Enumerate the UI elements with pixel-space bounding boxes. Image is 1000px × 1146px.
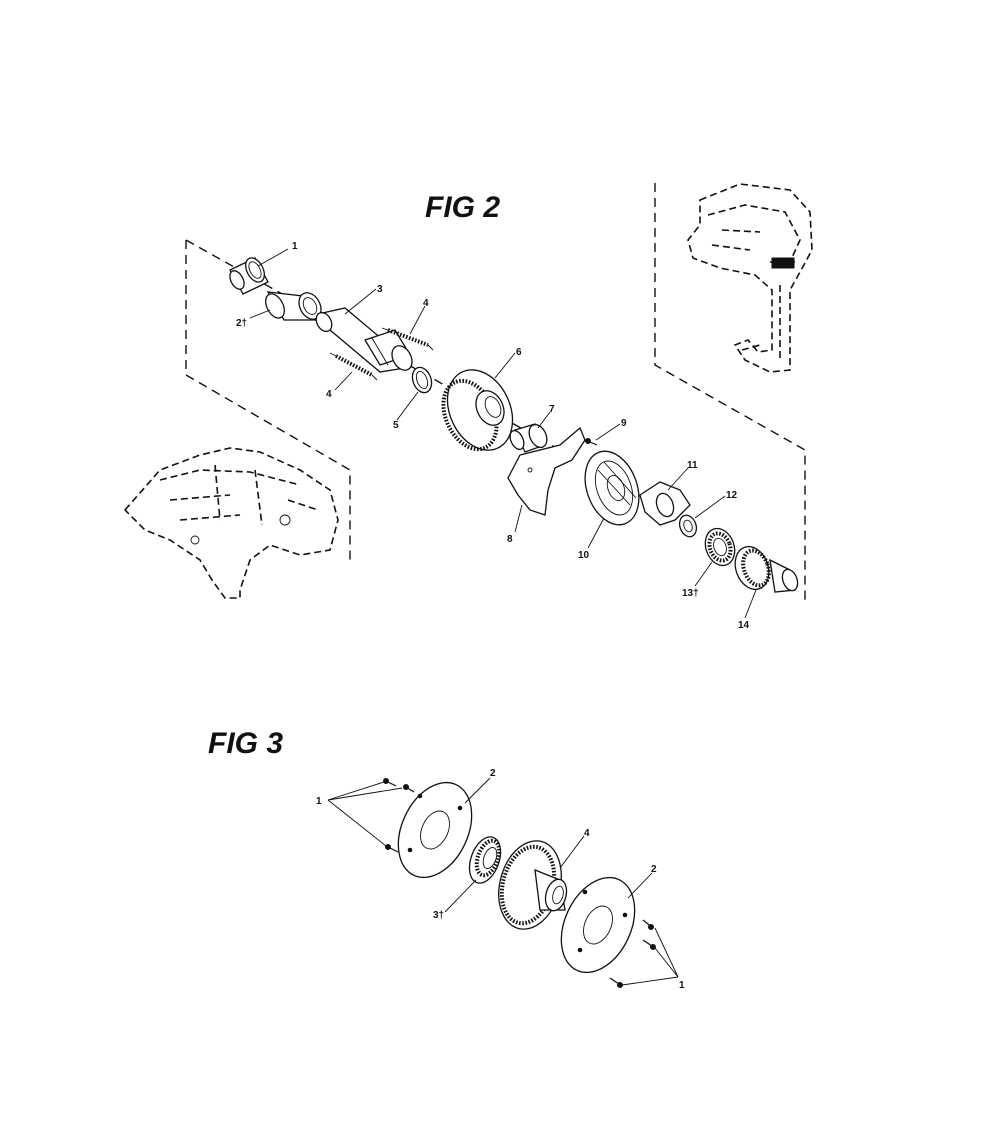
callout-2-5: 5 — [393, 420, 399, 431]
callout-2-12: 12 — [726, 490, 738, 501]
cam-part-icon — [639, 481, 691, 526]
callout-3-2b: 2 — [651, 864, 657, 875]
callout-2-2: 2† — [236, 318, 247, 329]
lower-housing-frame-icon — [123, 447, 339, 599]
upper-housing-frame-icon — [687, 183, 813, 373]
callout-3-3: 3† — [433, 910, 444, 921]
gasket-part-icon — [507, 426, 586, 516]
pulley-part-icon — [734, 545, 799, 593]
callout-3-2a: 2 — [490, 768, 496, 779]
callout-3-4: 4 — [584, 828, 590, 839]
callout-2-6: 6 — [516, 347, 522, 358]
callout-2-8: 8 — [507, 534, 513, 545]
small-bushing-part-icon — [678, 514, 698, 538]
fig-2-leader-lines — [249, 248, 757, 619]
callout-2-4a: 4 — [423, 298, 429, 309]
plate-part-icon — [560, 876, 636, 974]
fig-2-title: FIG 2 — [425, 191, 500, 224]
fig-3-title: FIG 3 — [208, 727, 283, 760]
gear-part-icon — [441, 369, 514, 452]
callout-2-13: 13† — [682, 588, 699, 599]
bearing-part-icon — [468, 836, 502, 884]
callout-2-11: 11 — [687, 460, 698, 471]
hub-part-icon — [509, 423, 548, 453]
callout-2-14: 14 — [738, 620, 750, 631]
callout-3-1b: 1 — [679, 980, 685, 991]
fig-2-callouts: 1 2† 3 4 4 5 6 7 8 9 10 11 12 13† 14 — [236, 241, 750, 631]
bearing-part-icon — [704, 527, 736, 567]
gear-part-icon — [498, 840, 568, 930]
spring-part-icon — [329, 327, 434, 381]
screw-part-icon — [584, 438, 598, 446]
shaft-part-icon — [315, 307, 413, 373]
washer-part-icon — [411, 366, 433, 394]
callout-2-4b: 4 — [326, 389, 332, 400]
callout-2-1: 1 — [292, 241, 298, 252]
housing-part-icon — [584, 450, 640, 526]
fig-2: FIG 2 — [123, 183, 813, 631]
callout-2-9: 9 — [621, 418, 627, 429]
plate-part-icon — [397, 781, 473, 879]
callout-2-7: 7 — [549, 404, 555, 415]
callout-2-10: 10 — [578, 550, 590, 561]
callout-3-1a: 1 — [316, 796, 322, 807]
fig-3: FIG 3 — [208, 727, 685, 991]
fig-3-callouts: 1 2 3† 4 2 1 — [316, 768, 685, 991]
fig-3-leader-lines — [327, 777, 679, 986]
screw-part-icon — [609, 919, 656, 988]
sleeve-part-icon — [229, 257, 269, 295]
callout-2-3: 3 — [377, 284, 383, 295]
screw-part-icon — [383, 778, 415, 853]
